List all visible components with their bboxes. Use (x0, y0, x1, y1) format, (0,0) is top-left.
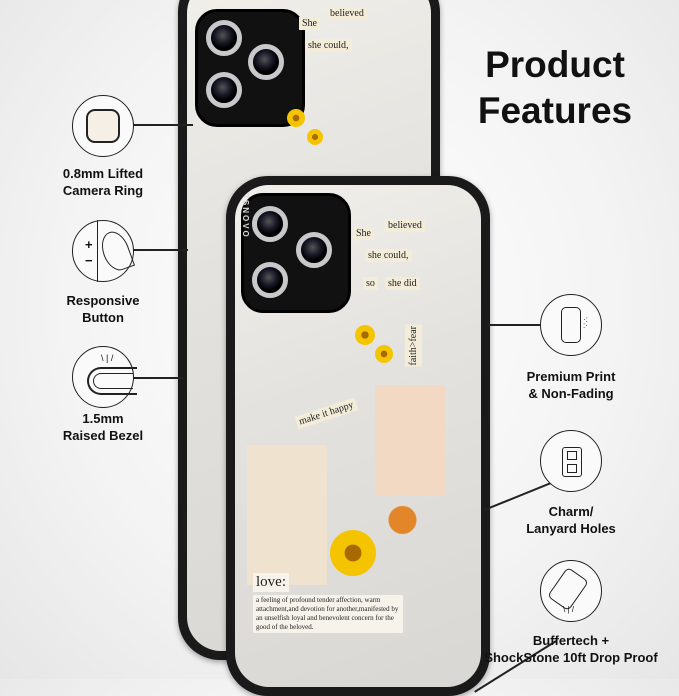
feature-label: Premium Print& Non-Fading (526, 369, 616, 401)
camera-ring-icon (72, 95, 134, 157)
camera-module (195, 9, 305, 127)
drop-proof-icon: \ | / (540, 560, 602, 622)
raised-bezel-icon: \ | / (72, 346, 137, 408)
case-print: MOSNOVO She believed she could, so she d… (235, 185, 481, 687)
phone-case-front: MOSNOVO She believed she could, so she d… (226, 176, 490, 696)
phone-print-icon: ·::· (540, 294, 602, 356)
lanyard-holes-icon (540, 430, 602, 492)
leader-line (133, 249, 188, 251)
feature-label: Buffertech +ShockStone 10ft Drop Proof (484, 633, 658, 665)
leader-line (133, 377, 183, 379)
leader-line (488, 324, 540, 326)
feature-label: Charm/Lanyard Holes (526, 504, 616, 536)
camera-module (241, 193, 351, 313)
leader-line (133, 124, 193, 126)
side-button-icon: + − (72, 220, 136, 282)
